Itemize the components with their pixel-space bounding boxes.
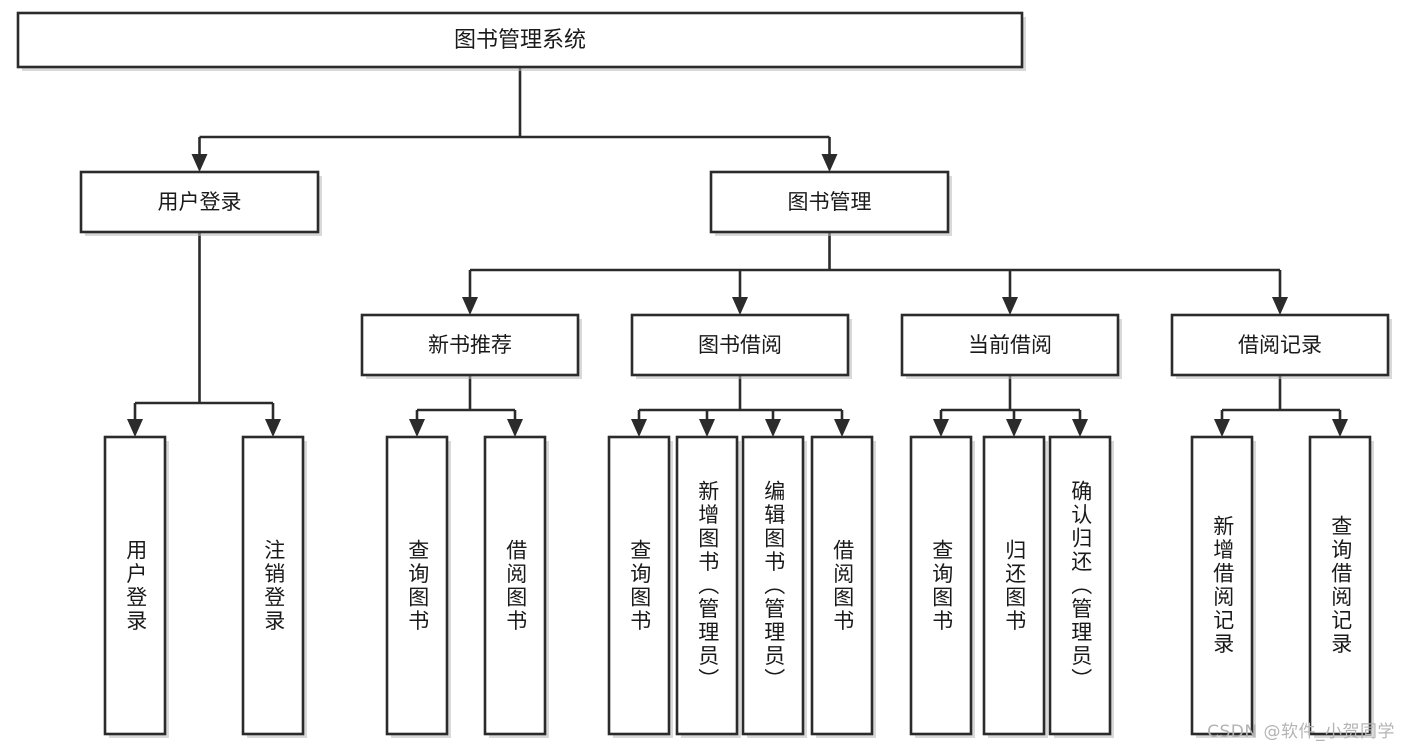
node-box-records[interactable] (1170, 313, 1390, 377)
node-box-login[interactable] (79, 170, 320, 234)
node-box-leaf-borrow-add[interactable] (675, 435, 739, 736)
connector-arrowhead (1002, 297, 1018, 315)
node-box-leaf-user-logout[interactable] (241, 435, 305, 736)
connector-arrowhead (631, 419, 647, 437)
connector-arrowhead (699, 419, 715, 437)
connector-arrowhead (834, 419, 850, 437)
node-label-bookmgmt: 图书管理 (788, 190, 872, 214)
node-box-leaf-current-return[interactable] (982, 435, 1046, 736)
connector-arrowhead (732, 297, 748, 315)
connector-arrowhead (765, 419, 781, 437)
connector-arrowhead (1072, 419, 1088, 437)
node-label-root: 图书管理系统 (454, 28, 586, 53)
connector-arrowhead (1006, 419, 1022, 437)
connector-arrowhead (1214, 419, 1230, 437)
node-box-root[interactable] (16, 11, 1024, 69)
node-label-records: 借阅记录 (1238, 333, 1322, 357)
node-box-leaf-records-add[interactable] (1190, 435, 1254, 736)
connector-arrowhead (462, 297, 478, 315)
node-box-layer (16, 11, 1392, 738)
connector-arrowhead (409, 419, 425, 437)
node-box-leaf-records-query[interactable] (1308, 435, 1372, 736)
node-box-leaf-borrow-query[interactable] (607, 435, 671, 736)
connector-arrowhead (1272, 297, 1288, 315)
connector-arrowhead (191, 154, 208, 172)
node-box-leaf-current-confirm[interactable] (1048, 435, 1112, 736)
node-box-newbook[interactable] (360, 313, 580, 377)
node-label-current: 当前借阅 (968, 333, 1052, 357)
node-label-borrow: 图书借阅 (698, 333, 782, 357)
connector-arrowhead (127, 419, 143, 437)
node-box-leaf-current-query[interactable] (909, 435, 973, 736)
node-label-login: 用户登录 (158, 190, 242, 214)
node-box-leaf-borrow-lend[interactable] (810, 435, 874, 736)
node-box-bookmgmt[interactable] (709, 170, 950, 234)
node-box-borrow[interactable] (630, 313, 850, 377)
connector-layer (127, 67, 1348, 437)
connector-arrowhead (265, 419, 281, 437)
csdn-watermark: CSDN @软件_小贺同学 (1207, 722, 1395, 742)
node-label-newbook: 新书推荐 (428, 333, 512, 357)
connector-arrowhead (821, 154, 838, 172)
node-box-leaf-user-login[interactable] (103, 435, 167, 736)
node-box-leaf-newbook-query[interactable] (385, 435, 449, 736)
connector-arrowhead (1332, 419, 1348, 437)
connector-arrowhead (507, 419, 523, 437)
connector-arrowhead (933, 419, 949, 437)
node-box-leaf-borrow-edit[interactable] (741, 435, 805, 736)
node-box-current[interactable] (900, 313, 1120, 377)
node-box-leaf-newbook-borrow[interactable] (483, 435, 547, 736)
